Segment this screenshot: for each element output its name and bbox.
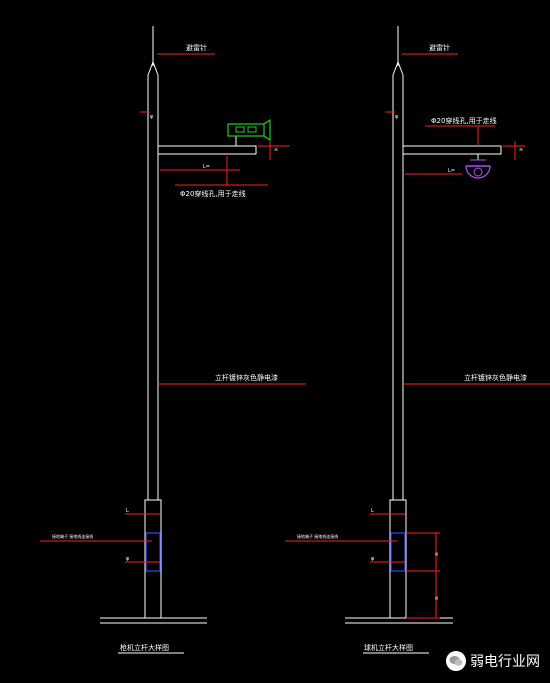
side-dim-label: ≥ <box>274 147 278 153</box>
arm-dim-label: L= <box>203 164 210 170</box>
pole-top <box>147 60 159 76</box>
arm-dim-label: L= <box>448 168 455 174</box>
camera-arm <box>157 145 257 155</box>
side-dim-label: ≥ <box>519 147 523 153</box>
lightning-rod-label: 避雷针 <box>429 43 450 52</box>
cable-hole-note: Φ20穿线孔,用于走线 <box>431 116 497 125</box>
cable-hole-note: Φ20穿线孔,用于走线 <box>180 189 246 198</box>
pole-dim-label: φ <box>150 114 154 120</box>
base-dim-label-2: ≥ <box>434 596 440 600</box>
left-pole-drawing: 避雷针 L= φ Φ20穿线孔,用于走线 立杆镀锌灰色静电漆 L φ 接地端子 … <box>40 26 306 654</box>
base-label-1: L <box>371 508 374 514</box>
pole-dim-label: φ <box>395 114 399 120</box>
wechat-icon <box>446 651 466 671</box>
pole-base-section <box>389 499 407 619</box>
camera-arm <box>402 145 502 155</box>
watermark-text: 弱电行业网 <box>470 654 540 670</box>
pole-material-note: 立杆镀锌灰色静电漆 <box>215 373 278 382</box>
base-access-box <box>390 532 406 572</box>
right-pole-drawing: 避雷针 Φ20穿线孔,用于走线 L= φ 立杆镀锌灰色静电漆 L φ 接地端子 … <box>285 26 550 654</box>
base-access-box <box>145 532 161 572</box>
bullet-camera <box>227 118 271 142</box>
base-label-2: φ <box>126 556 130 562</box>
right-caption: 球机立杆大样图 <box>364 643 413 652</box>
base-label-2: φ <box>371 556 375 562</box>
pole-base-section <box>144 499 162 619</box>
base-dim-label-1: ≥ <box>434 552 440 556</box>
watermark: 弱电行业网 <box>446 651 540 671</box>
dome-camera <box>465 159 491 179</box>
left-caption: 枪机立杆大样图 <box>120 643 169 652</box>
base-note: 接地端子 接地线连接线 <box>297 533 338 539</box>
pole-material-note: 立杆镀锌灰色静电漆 <box>464 373 527 382</box>
pole-top <box>392 60 404 76</box>
base-note: 接地端子 接地线连接线 <box>52 533 93 539</box>
lightning-rod-label: 避雷针 <box>186 43 207 52</box>
base-label-1: L <box>126 508 129 514</box>
